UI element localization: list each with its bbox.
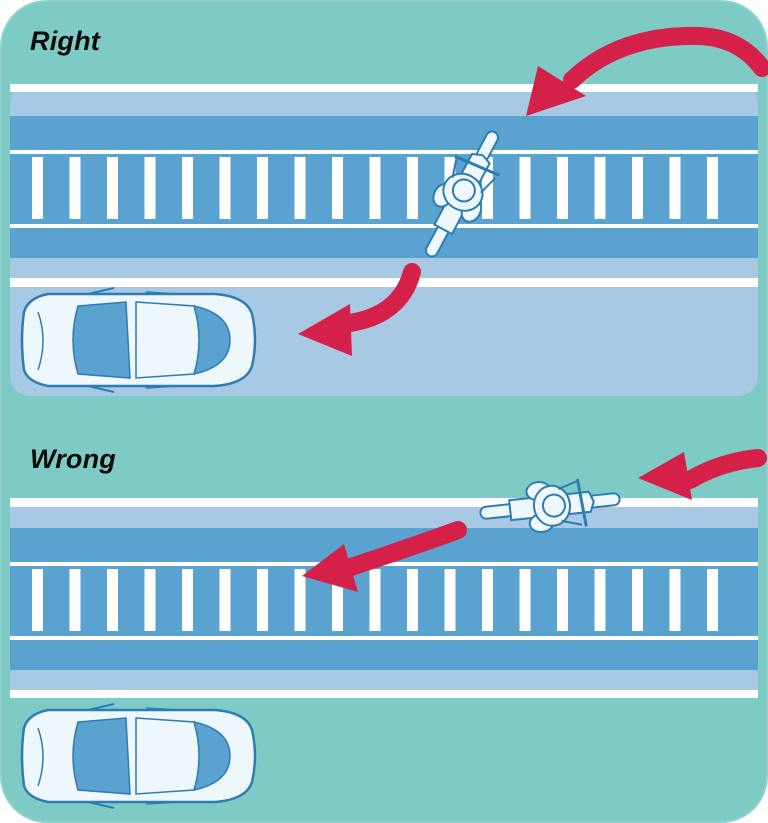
crossing-stripe	[407, 569, 418, 631]
crossing-stripe	[707, 157, 718, 219]
crossing-stripe	[669, 569, 681, 631]
crossing-stripe	[294, 157, 306, 219]
crossing-stripe	[369, 569, 381, 631]
panel-title-right: Right	[30, 26, 100, 56]
crossing-stripe	[519, 157, 531, 219]
crossing-stripe	[69, 157, 81, 219]
crossing-stripe	[107, 157, 118, 219]
crossing-stripe	[482, 569, 493, 631]
crossing-stripe	[594, 157, 606, 219]
crossing-stripe	[332, 569, 343, 631]
crossing-stripe	[707, 569, 718, 631]
car-icon	[20, 702, 257, 810]
crossing-stripe	[257, 157, 268, 219]
crossing-stripe	[557, 569, 568, 631]
rail-crossing-stripes	[32, 569, 718, 631]
car-icon	[20, 286, 257, 394]
curved-arrow-icon	[526, 26, 768, 116]
crossing-stripe	[369, 157, 381, 219]
crossing-stripe	[594, 569, 606, 631]
crossing-stripe	[407, 157, 418, 219]
crossing-stripe	[69, 569, 81, 631]
crossing-stripe	[182, 569, 193, 631]
crossing-stripe	[632, 157, 643, 219]
crossing-stripe	[219, 569, 231, 631]
crossing-stripe	[332, 157, 343, 219]
crossing-stripe	[32, 157, 43, 219]
crossing-stripe	[182, 157, 193, 219]
crossing-stripe	[519, 569, 531, 631]
crossing-stripe	[107, 569, 118, 631]
panel-title-wrong: Wrong	[30, 444, 116, 474]
curved-arrow-icon	[638, 449, 767, 500]
crossing-stripe	[294, 569, 306, 631]
crossing-stripe	[32, 569, 43, 631]
curved-arrow-icon	[298, 263, 421, 356]
crossing-stripe	[669, 157, 681, 219]
crossing-stripe	[144, 569, 156, 631]
crossing-stripe	[257, 569, 268, 631]
panel-wrong-road	[10, 498, 758, 698]
curved-arrow-icon	[302, 521, 467, 592]
crossing-stripe	[632, 569, 643, 631]
crossing-stripe	[144, 157, 156, 219]
crossing-stripe	[219, 157, 231, 219]
crossing-stripe	[444, 569, 456, 631]
crossing-stripe	[482, 157, 493, 219]
crossing-stripe	[557, 157, 568, 219]
